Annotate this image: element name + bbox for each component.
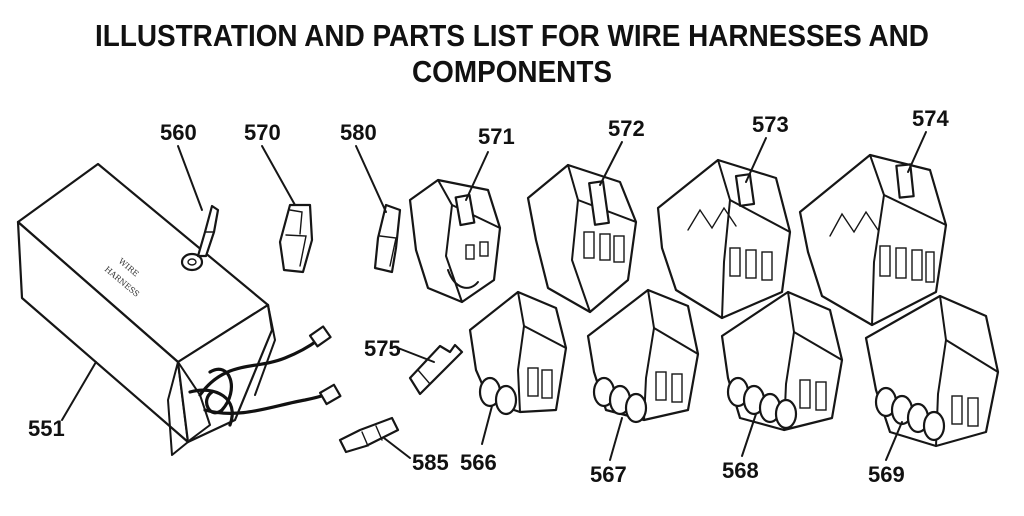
label-560: 560 [160,120,197,145]
part-569-connector [864,294,1000,448]
label-551: 551 [28,416,65,441]
label-573: 573 [752,112,789,137]
part-573-connector [656,158,792,320]
label-580: 580 [340,120,377,145]
diagram-title: ILLUSTRATION AND PARTS LIST FOR WIRE HAR… [95,18,929,89]
part-570-terminal [278,203,314,274]
label-567: 567 [590,462,627,487]
part-574-connector [798,153,948,327]
leader-580 [355,145,387,213]
label-568: 568 [722,458,759,483]
label-571: 571 [478,124,515,149]
part-571-connector [408,178,502,304]
leader-574 [907,131,927,173]
part-560-ring-terminal [180,204,220,272]
leader-571 [465,151,489,201]
leader-572 [599,141,623,186]
part-572-connector [526,163,638,314]
part-567-connector [586,288,700,424]
label-569: 569 [868,462,905,487]
leader-lines [61,131,927,461]
label-572: 572 [608,116,645,141]
label-575: 575 [364,336,401,361]
part-568-connector [720,290,844,432]
part-580-terminal [373,203,402,274]
leader-575 [397,347,435,363]
part-575-pin [408,343,464,396]
leader-560 [177,145,203,211]
part-585-socket [338,416,400,454]
leader-573 [745,137,767,183]
leader-566 [481,405,493,445]
label-566: 566 [460,450,497,475]
part-566-connector [468,290,568,416]
leader-569 [885,421,903,461]
leader-585 [383,437,411,459]
label-574: 574 [912,106,949,131]
part-551-harness-box: WIRE HARNESS [16,162,342,456]
leader-568 [741,413,757,457]
leader-551 [61,361,97,421]
leader-570 [261,145,296,206]
label-570: 570 [244,120,281,145]
part-labels: 551 560 570 580 571 572 573 574 575 585 … [28,106,949,487]
leader-567 [609,417,623,461]
label-585: 585 [412,450,449,475]
